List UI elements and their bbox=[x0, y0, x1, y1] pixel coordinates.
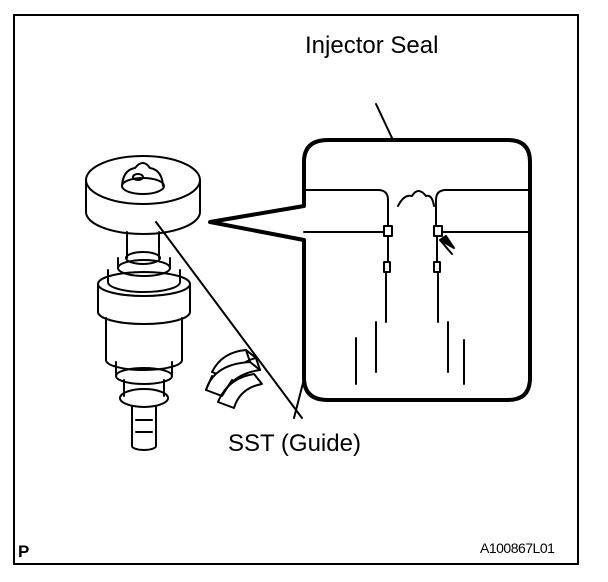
page-letter: P bbox=[18, 542, 30, 561]
injector-seal-label: Injector Seal bbox=[305, 32, 439, 59]
injector-body bbox=[97, 257, 191, 451]
sst-guide-label: SST (Guide) bbox=[228, 430, 361, 457]
figure-code: A100867L01 bbox=[480, 540, 555, 556]
detail-callout bbox=[208, 138, 532, 402]
diagram-frame bbox=[13, 14, 579, 565]
sst-leader-line-1 bbox=[155, 221, 303, 419]
sst-guide-tool bbox=[85, 155, 201, 265]
injector-seal-pieces bbox=[205, 349, 263, 409]
